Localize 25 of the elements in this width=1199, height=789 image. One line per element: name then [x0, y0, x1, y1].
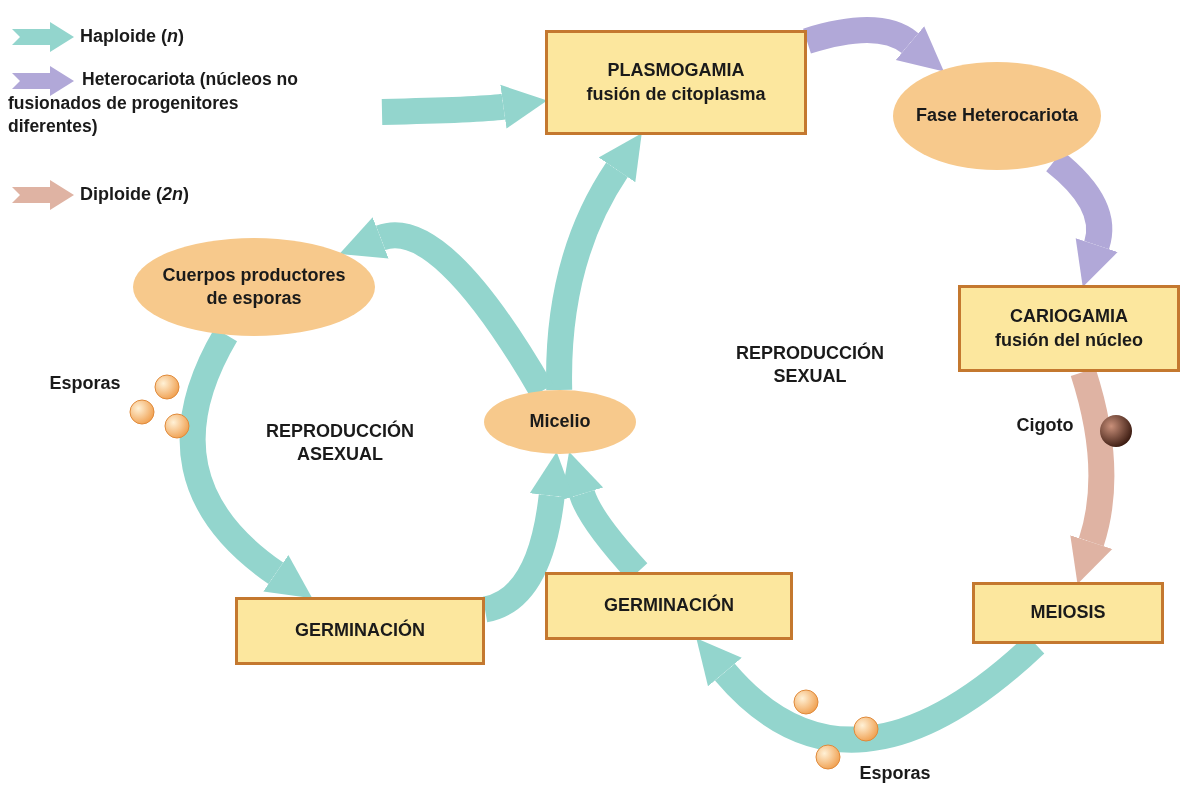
section-label: REPRODUCCIÓN ASEXUAL: [265, 420, 415, 467]
process-title: GERMINACIÓN: [295, 619, 425, 643]
stage-label: Cuerpos productores de esporas: [161, 263, 347, 310]
spores-label: Esporas: [48, 372, 122, 395]
legend-label: Diploide (2n): [80, 183, 190, 206]
process-description: fusión de citoplasma: [586, 82, 766, 106]
legend-label: Heterocariota (núcleos no fusionados de progenitores diferentes): [8, 68, 299, 139]
process-title: GERMINACIÓN: [604, 594, 734, 618]
zygote-label: Cigoto: [1015, 414, 1075, 437]
process-title: PLASMOGAMIA: [607, 59, 745, 83]
cycle-arrow: [481, 451, 574, 623]
spores-label: Esporas: [858, 762, 932, 785]
process-box: [235, 597, 485, 665]
stage-label: Micelio: [529, 410, 591, 434]
process-description: fusión del núcleo: [995, 328, 1143, 352]
section-label: REPRODUCCIÓN SEXUAL: [735, 342, 885, 389]
process-title: CARIOGAMIA: [1010, 305, 1128, 329]
stage-label: Fase Heterocariota: [915, 104, 1079, 128]
process-box: [545, 572, 793, 640]
cycle-arrow: [803, 17, 946, 70]
process-box: [958, 285, 1180, 372]
process-title: MEIOSIS: [1030, 601, 1106, 625]
process-box: [545, 30, 807, 135]
process-box: [972, 582, 1164, 644]
legend-label: Haploide (n): [80, 25, 185, 48]
